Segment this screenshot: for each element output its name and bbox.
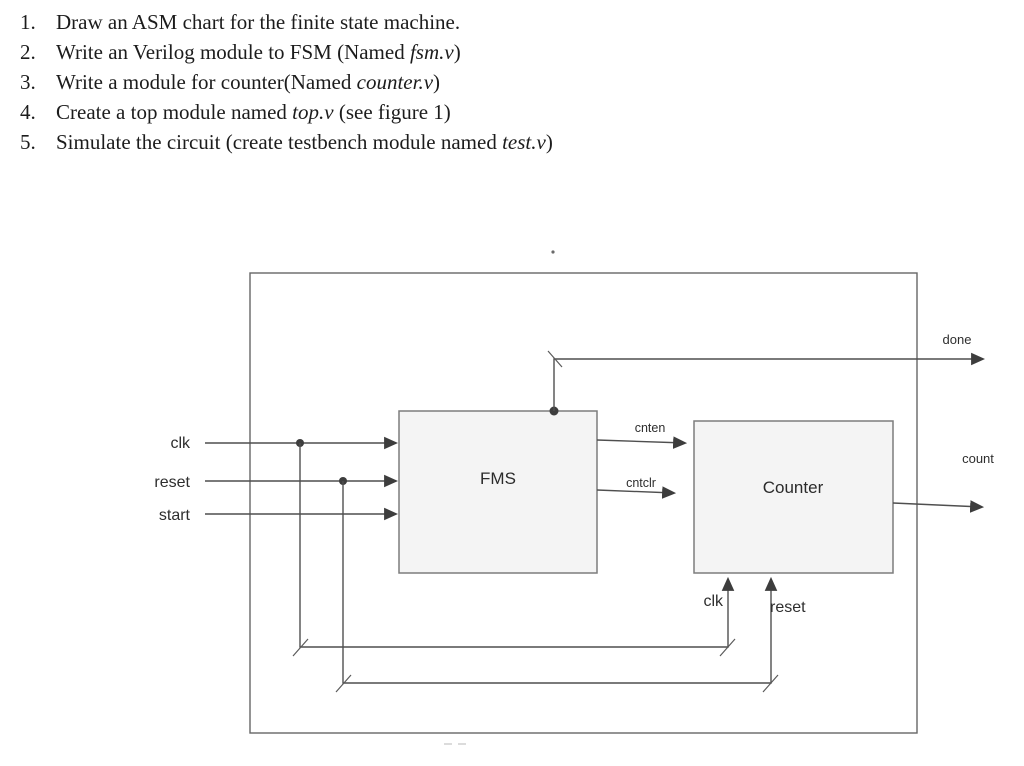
fsm-block <box>398 410 598 574</box>
done-output-wire <box>553 352 986 411</box>
reset-input-label: reset <box>154 474 190 491</box>
item-number: 2. <box>20 40 36 64</box>
stray-dot <box>551 250 555 254</box>
cntclr-wire <box>596 486 677 499</box>
counter-block-label: Counter <box>763 478 824 497</box>
instruction-item-4: 4. Create a top module named top.v (see … <box>20 97 740 127</box>
count-output-label: count <box>962 451 994 466</box>
item-number: 1. <box>20 10 36 34</box>
done-output-label: done <box>943 332 972 347</box>
item-number: 5. <box>20 130 36 154</box>
count-output-wire <box>892 500 985 513</box>
item-text: Simulate the circuit (create testbench m… <box>56 130 553 154</box>
top-module-boundary <box>249 272 918 734</box>
counter-block <box>693 420 894 574</box>
cnten-signal-label: cnten <box>635 421 666 435</box>
clk-to-counter-wire <box>299 443 735 648</box>
fsm-block-label: FMS <box>480 469 516 488</box>
done-corner-tick <box>547 350 563 368</box>
item-text: Create a top module named top.v (see fig… <box>56 100 451 124</box>
instruction-item-1: 1. Draw an ASM chart for the finite stat… <box>20 7 740 37</box>
clk-right-corner-tick <box>719 638 736 657</box>
reset-to-counter-wire <box>342 481 778 684</box>
item-text: Draw an ASM chart for the finite state m… <box>56 10 461 34</box>
counter-clk-label: clk <box>703 593 724 610</box>
cnten-wire <box>596 436 688 449</box>
cntclr-signal-label: cntclr <box>626 476 656 490</box>
item-text: Write a module for counter(Named counter… <box>56 70 441 94</box>
instruction-list: 1. Draw an ASM chart for the finite stat… <box>20 7 740 157</box>
instruction-item-5: 5. Simulate the circuit (create testbenc… <box>20 127 740 157</box>
reset-left-corner-tick <box>335 674 352 693</box>
item-text: Write an Verilog module to FSM (Named fs… <box>56 40 461 64</box>
reset-right-corner-tick <box>762 674 779 693</box>
clk-left-corner-tick <box>292 638 309 657</box>
instruction-item-3: 3. Write a module for counter(Named coun… <box>20 67 740 97</box>
item-number: 4. <box>20 100 36 124</box>
start-input-label: start <box>159 507 191 524</box>
clk-input-label: clk <box>170 435 191 452</box>
counter-reset-label: reset <box>770 599 806 616</box>
instruction-item-2: 2. Write an Verilog module to FSM (Named… <box>20 37 740 67</box>
item-number: 3. <box>20 70 36 94</box>
